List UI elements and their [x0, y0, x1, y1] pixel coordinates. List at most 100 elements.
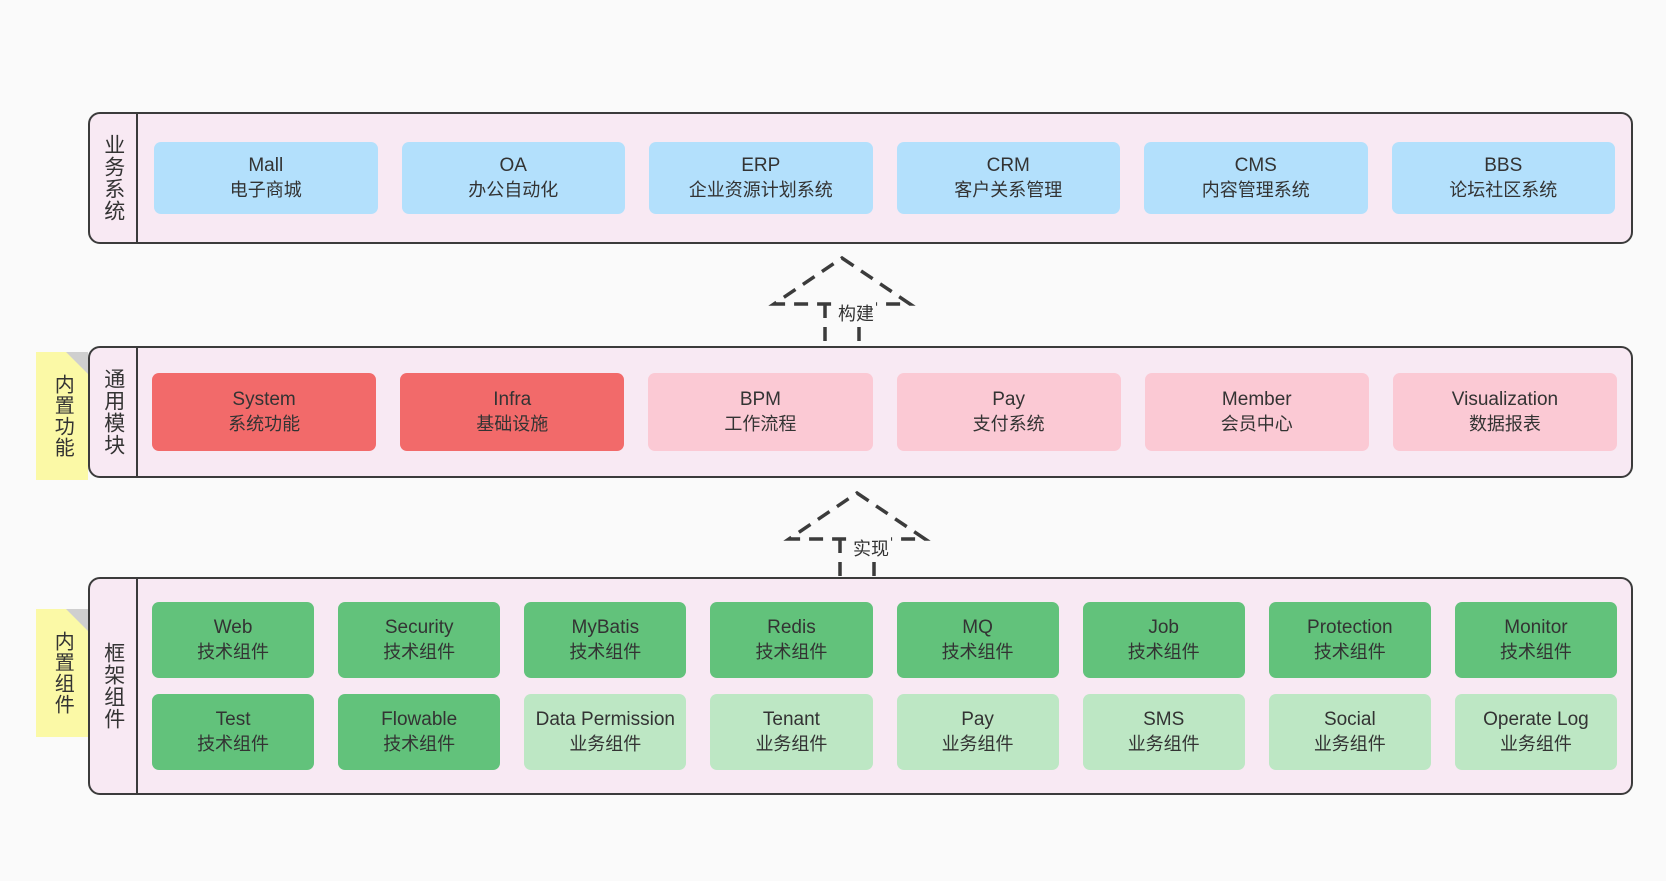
node-title: ERP [741, 154, 781, 176]
node-mq[interactable]: MQ 技术组件 [896, 602, 1059, 678]
node-subtitle: 技术组件 [755, 641, 828, 662]
framework-components-row-business: Test 技术组件 Flowable 技术组件 Data Permission … [152, 694, 1617, 770]
node-title: Flowable [381, 708, 458, 730]
node-subtitle: 技术组件 [197, 733, 270, 754]
layer-title-framework-components: 框架组件 [101, 642, 125, 730]
node-title: SMS [1143, 708, 1185, 730]
node-subtitle: 技术组件 [197, 641, 270, 662]
node-crm[interactable]: CRM 客户关系管理 [896, 142, 1120, 214]
node-pay-component[interactable]: Pay 业务组件 [896, 694, 1059, 770]
node-title: CRM [986, 154, 1030, 176]
node-subtitle: 技术组件 [383, 641, 456, 662]
node-job[interactable]: Job 技术组件 [1082, 602, 1245, 678]
layer-divider [136, 114, 138, 242]
layer-body-business-system: Mall 电子商城 OA 办公自动化 ERP 企业资源计划系统 CRM 客户关系… [138, 114, 1631, 242]
node-title: Tenant [762, 708, 820, 730]
node-test[interactable]: Test 技术组件 [152, 694, 315, 770]
node-sms[interactable]: SMS 业务组件 [1082, 694, 1245, 770]
node-cms[interactable]: CMS 内容管理系统 [1144, 142, 1368, 214]
connector-realize: 实现 [772, 487, 942, 587]
layer-framework-components: 框架组件 Web 技术组件 Security 技术组件 MyBatis 技术组件… [88, 577, 1633, 795]
node-subtitle: 业务组件 [1313, 733, 1386, 754]
node-subtitle: 技术组件 [569, 641, 642, 662]
node-subtitle: 技术组件 [941, 641, 1014, 662]
node-subtitle: 企业资源计划系统 [688, 179, 833, 200]
node-pay-module[interactable]: Pay 支付系统 [896, 373, 1121, 451]
node-subtitle: 技术组件 [1127, 641, 1200, 662]
framework-components-row-technical: Web 技术组件 Security 技术组件 MyBatis 技术组件 Redi… [152, 602, 1617, 678]
node-data-permission[interactable]: Data Permission 业务组件 [524, 694, 687, 770]
node-title: BPM [739, 388, 782, 410]
node-title: Visualization [1451, 388, 1559, 410]
node-title: Member [1221, 388, 1292, 410]
node-title: CMS [1234, 154, 1277, 176]
node-subtitle: 业务组件 [569, 733, 642, 754]
connector-label: 实现 [851, 535, 891, 561]
common-modules-row: System 系统功能 Infra 基础设施 BPM 工作流程 Pay 支付系统… [152, 373, 1618, 451]
node-mall[interactable]: Mall 电子商城 [154, 142, 378, 214]
connector-build: 构建 [757, 252, 927, 352]
node-title: Operate Log [1483, 708, 1589, 730]
node-web[interactable]: Web 技术组件 [152, 602, 315, 678]
layer-title-business-system: 业务系统 [101, 134, 125, 222]
node-security[interactable]: Security 技术组件 [338, 602, 501, 678]
layer-body-common-modules: System 系统功能 Infra 基础设施 BPM 工作流程 Pay 支付系统… [138, 348, 1631, 476]
node-redis[interactable]: Redis 技术组件 [710, 602, 873, 678]
layer-divider [136, 348, 138, 476]
node-tenant[interactable]: Tenant 业务组件 [710, 694, 873, 770]
node-subtitle: 业务组件 [1127, 733, 1200, 754]
node-mybatis[interactable]: MyBatis 技术组件 [524, 602, 687, 678]
node-infra[interactable]: Infra 基础设施 [400, 373, 625, 451]
node-subtitle: 会员中心 [1220, 413, 1293, 434]
node-title: Redis [767, 616, 816, 638]
note-builtin-components: 内置组件 [36, 609, 88, 737]
node-subtitle: 客户关系管理 [954, 179, 1063, 200]
node-subtitle: 系统功能 [228, 413, 301, 434]
node-subtitle: 技术组件 [1313, 641, 1386, 662]
node-bbs[interactable]: BBS 论坛社区系统 [1391, 142, 1615, 214]
node-flowable[interactable]: Flowable 技术组件 [338, 694, 501, 770]
node-bpm[interactable]: BPM 工作流程 [648, 373, 873, 451]
node-title: Mall [248, 154, 284, 176]
node-subtitle: 技术组件 [383, 733, 456, 754]
node-member[interactable]: Member 会员中心 [1144, 373, 1369, 451]
layer-divider [136, 579, 138, 793]
business-system-row: Mall 电子商城 OA 办公自动化 ERP 企业资源计划系统 CRM 客户关系… [154, 142, 1615, 214]
node-title: Web [213, 616, 253, 638]
node-subtitle: 数据报表 [1468, 413, 1541, 434]
node-system[interactable]: System 系统功能 [152, 373, 377, 451]
node-protection[interactable]: Protection 技术组件 [1268, 602, 1431, 678]
node-social[interactable]: Social 业务组件 [1268, 694, 1431, 770]
node-subtitle: 业务组件 [941, 733, 1014, 754]
node-monitor[interactable]: Monitor 技术组件 [1454, 602, 1617, 678]
node-subtitle: 业务组件 [1499, 733, 1572, 754]
node-subtitle: 内容管理系统 [1201, 179, 1310, 200]
note-builtin-functions: 内置功能 [36, 352, 88, 480]
node-visualization[interactable]: Visualization 数据报表 [1392, 373, 1618, 451]
node-title: Infra [493, 388, 532, 410]
node-title: Data Permission [535, 708, 675, 730]
node-title: MyBatis [571, 616, 640, 638]
note-label: 内置功能 [51, 374, 74, 458]
connector-label: 构建 [836, 300, 876, 326]
node-title: Security [384, 616, 454, 638]
node-subtitle: 支付系统 [972, 413, 1045, 434]
node-oa[interactable]: OA 办公自动化 [401, 142, 625, 214]
layer-body-framework-components: Web 技术组件 Security 技术组件 MyBatis 技术组件 Redi… [138, 579, 1631, 793]
note-label: 内置组件 [51, 631, 74, 715]
node-title: Monitor [1504, 616, 1568, 638]
node-subtitle: 电子商城 [229, 179, 302, 200]
node-subtitle: 论坛社区系统 [1449, 179, 1558, 200]
node-title: Social [1323, 708, 1376, 730]
layer-title-common-modules: 通用模块 [101, 368, 125, 456]
node-subtitle: 工作流程 [724, 413, 797, 434]
node-subtitle: 基础设施 [476, 413, 549, 434]
node-operate-log[interactable]: Operate Log 业务组件 [1454, 694, 1617, 770]
node-subtitle: 办公自动化 [468, 179, 559, 200]
node-erp[interactable]: ERP 企业资源计划系统 [649, 142, 873, 214]
node-title: Job [1148, 616, 1179, 638]
node-title: BBS [1484, 154, 1523, 176]
node-title: Protection [1307, 616, 1393, 638]
node-subtitle: 技术组件 [1499, 641, 1572, 662]
